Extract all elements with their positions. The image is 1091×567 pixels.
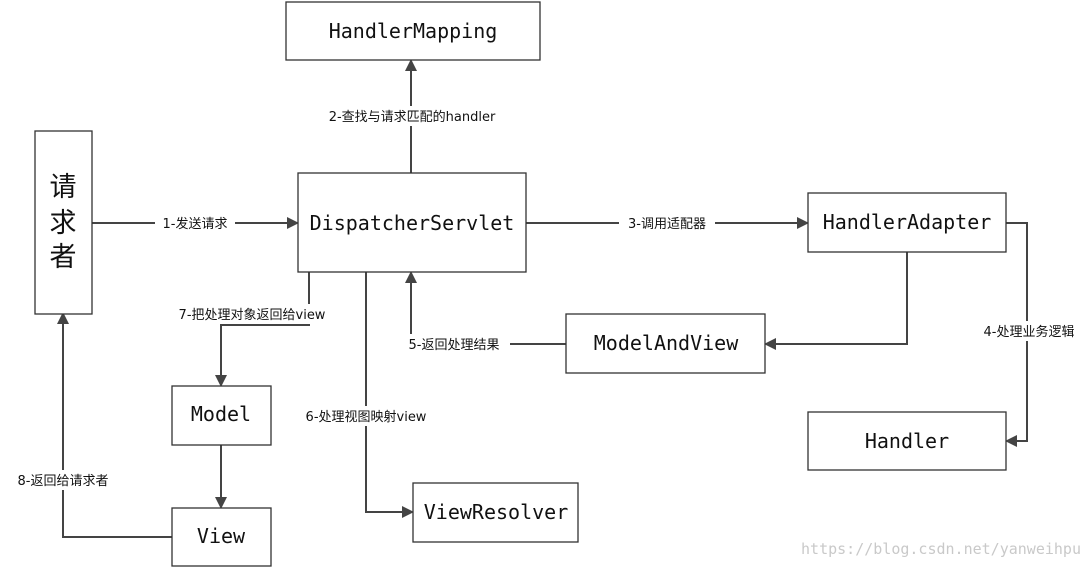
node-requester: 请 求 者 bbox=[34, 130, 93, 315]
edge-view-mapping bbox=[365, 272, 414, 518]
node-view-label: View bbox=[197, 524, 246, 548]
node-model-label: Model bbox=[191, 402, 251, 426]
node-handler-mapping-label: HandlerMapping bbox=[329, 19, 498, 43]
node-handler-mapping: HandlerMapping bbox=[285, 1, 541, 61]
edge-label-step-4: 4-处理业务逻辑 bbox=[984, 324, 1075, 340]
edge-return-to-view bbox=[215, 272, 310, 387]
node-requester-label-1: 请 bbox=[50, 172, 77, 203]
node-model-and-view: ModelAndView bbox=[565, 313, 766, 374]
edge-label-step-5: 5-返回处理结果 bbox=[409, 338, 500, 353]
edge-adapter-to-modelandview bbox=[764, 252, 908, 350]
watermark-text: https://blog.csdn.net/yanweihpu bbox=[801, 540, 1081, 558]
edge-label-step-7: 7-把处理对象返回给view bbox=[179, 308, 326, 323]
edge-return-to-requester bbox=[57, 312, 172, 538]
edge-label-step-8: 8-返回给请求者 bbox=[18, 474, 109, 489]
node-model: Model bbox=[171, 385, 272, 446]
node-dispatcher-servlet: DispatcherServlet bbox=[297, 172, 527, 273]
node-requester-label-3: 者 bbox=[50, 242, 77, 273]
node-requester-label-2: 求 bbox=[50, 208, 77, 239]
edge-label-step-6: 6-处理视图映射view bbox=[306, 409, 427, 425]
node-handler: Handler bbox=[807, 411, 1007, 471]
node-view: View bbox=[171, 507, 272, 567]
node-view-resolver: ViewResolver bbox=[412, 482, 579, 543]
edge-label-step-3: 3-调用适配器 bbox=[628, 217, 706, 232]
node-dispatcher-servlet-label: DispatcherServlet bbox=[310, 211, 515, 235]
edge-return-result bbox=[405, 271, 566, 345]
edge-label-step-2: 2-查找与请求匹配的handler bbox=[329, 109, 496, 125]
node-handler-adapter: HandlerAdapter bbox=[807, 192, 1007, 253]
node-model-and-view-label: ModelAndView bbox=[594, 331, 739, 355]
node-handler-adapter-label: HandlerAdapter bbox=[823, 210, 992, 234]
node-handler-label: Handler bbox=[865, 429, 949, 453]
edge-label-step-1: 1-发送请求 bbox=[163, 216, 228, 232]
node-view-resolver-label: ViewResolver bbox=[424, 500, 569, 524]
